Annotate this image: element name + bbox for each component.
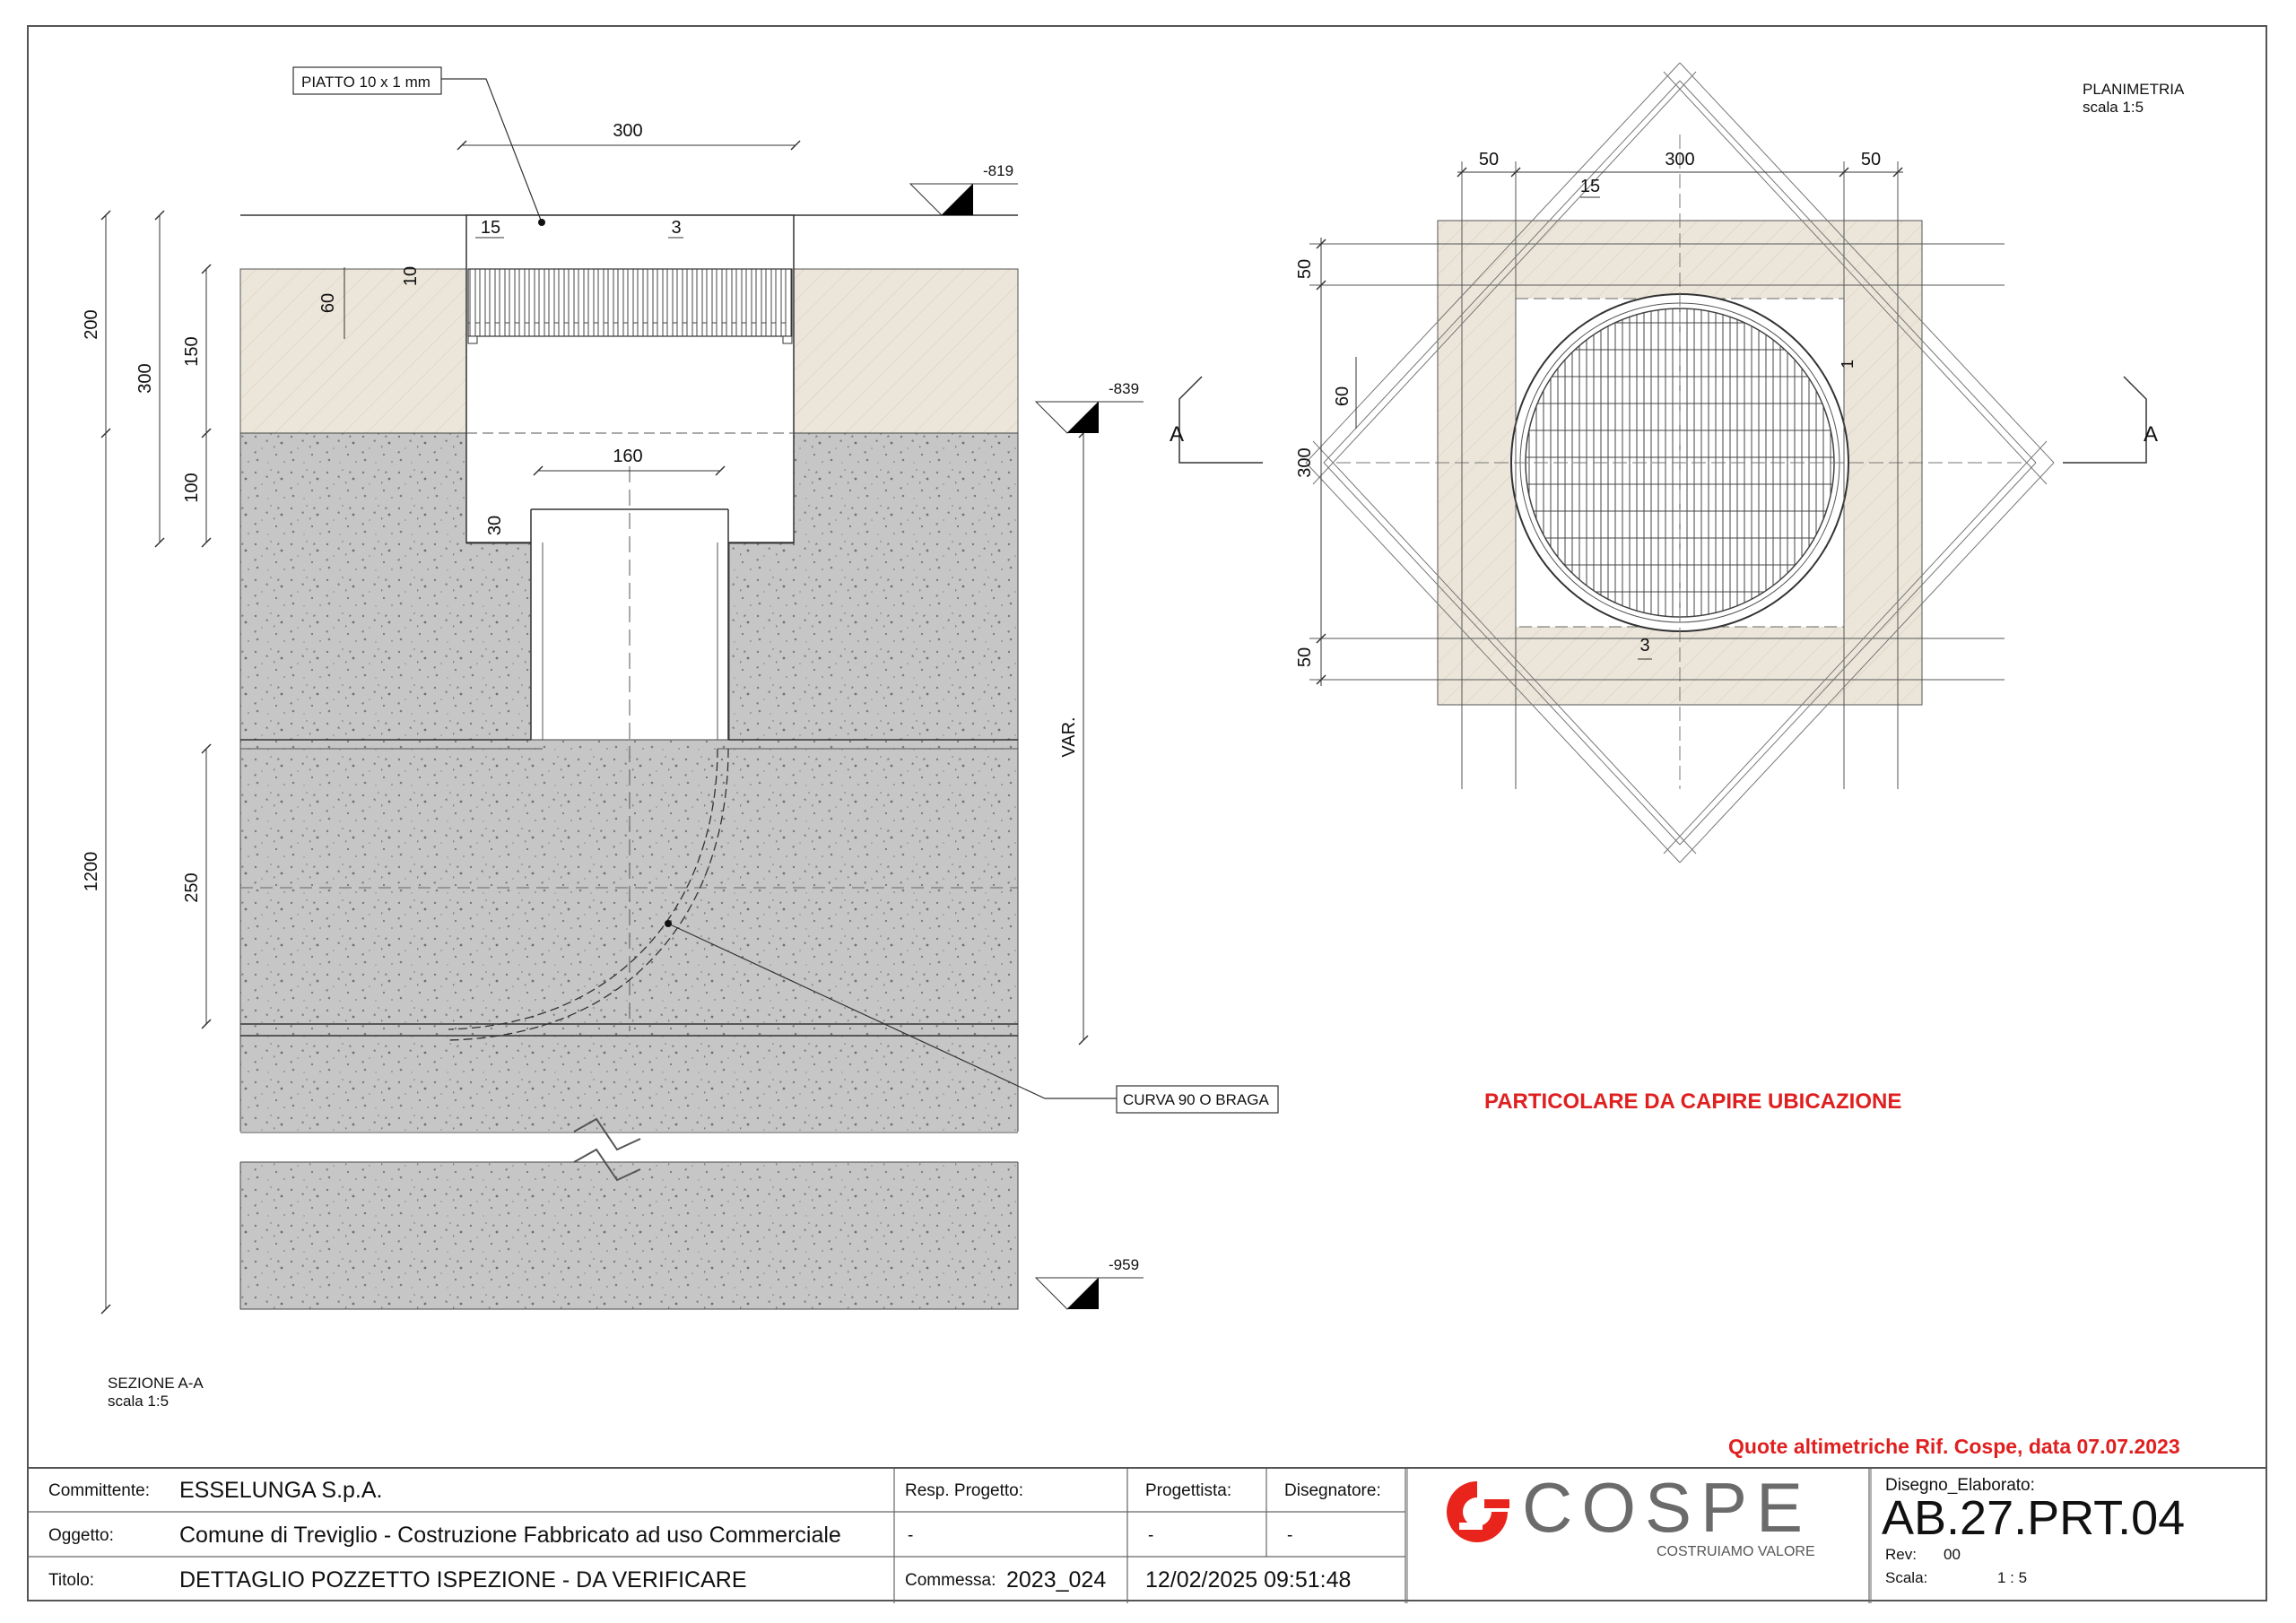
section-a-a: PIATTO 10 x 1 mm CURVA 90 O BRAGA 300 15… bbox=[82, 66, 1279, 1410]
cospe-logo-text: COSPE bbox=[1522, 1468, 1813, 1547]
plan-dim-1: 1 bbox=[1839, 360, 1857, 369]
plan-dim-left-60: 60 bbox=[1333, 386, 1352, 406]
svg-text:-839: -839 bbox=[1109, 380, 1139, 397]
plan-dim-left-300: 300 bbox=[1295, 447, 1315, 477]
plan-dim-left-50a: 50 bbox=[1295, 259, 1315, 279]
plan-scale: scala 1:5 bbox=[2083, 99, 2144, 116]
svg-text:-819: -819 bbox=[983, 162, 1013, 179]
scala-label: Scala: bbox=[1885, 1569, 1928, 1586]
cospe-slogan: COSTRUIAMO VALORE bbox=[1657, 1544, 1815, 1559]
elaborato-value: AB.27.PRT.04 bbox=[1882, 1491, 2186, 1545]
disegnatore-label: Disegnatore: bbox=[1284, 1481, 1381, 1500]
dim-300-top: 300 bbox=[613, 121, 642, 141]
levels-reference-note: Quote altimetriche Rif. Cospe, data 07.0… bbox=[1728, 1435, 2180, 1458]
callout-curva: CURVA 90 O BRAGA bbox=[1123, 1091, 1269, 1108]
plan-title: PLANIMETRIA bbox=[2083, 81, 2185, 98]
section-title: SEZIONE A-A bbox=[108, 1375, 204, 1392]
level-marker-839: -839 bbox=[1034, 380, 1144, 434]
svg-text:-959: -959 bbox=[1109, 1256, 1139, 1273]
committente-value: ESSELUNGA S.p.A. bbox=[179, 1478, 383, 1503]
title-block-grid bbox=[29, 1469, 1872, 1603]
level-marker-959: -959 bbox=[1034, 1256, 1144, 1310]
dim-left-100: 100 bbox=[182, 473, 202, 502]
title-block: Committente: ESSELUNGA S.p.A. Oggetto: C… bbox=[27, 1467, 2267, 1603]
dim-left-300: 300 bbox=[135, 363, 155, 393]
commessa-label: Commessa: bbox=[905, 1571, 996, 1590]
plan-dim-top-50b: 50 bbox=[1861, 150, 1881, 169]
progettista-label: Progettista: bbox=[1145, 1481, 1232, 1500]
commessa-value: 2023_024 bbox=[1006, 1567, 1107, 1593]
dim-var: VAR. bbox=[1059, 716, 1079, 757]
location-note: PARTICOLARE DA CAPIRE UBICAZIONE bbox=[1484, 1089, 1902, 1114]
rev-label: Rev: bbox=[1885, 1546, 1917, 1563]
committente-label: Committente: bbox=[48, 1481, 150, 1500]
dim-60: 60 bbox=[318, 293, 338, 313]
section-mark-left: A bbox=[1170, 422, 1184, 447]
plan-dim-top-300: 300 bbox=[1665, 150, 1694, 169]
titolo-value: DETTAGLIO POZZETTO ISPEZIONE - DA VERIFI… bbox=[179, 1567, 747, 1593]
progettista-value: - bbox=[1148, 1526, 1154, 1545]
dim-3: 3 bbox=[671, 218, 681, 238]
dim-30: 30 bbox=[485, 516, 505, 535]
scala-value: 1 : 5 bbox=[1997, 1569, 2028, 1586]
plan-dim-top-50a: 50 bbox=[1479, 150, 1499, 169]
plan-dim-left-50b: 50 bbox=[1295, 647, 1315, 667]
dim-left-200: 200 bbox=[82, 309, 101, 339]
level-marker-819: -819 bbox=[909, 162, 1018, 216]
dim-160: 160 bbox=[613, 447, 642, 466]
dim-10: 10 bbox=[401, 266, 421, 286]
cospe-logo-icon bbox=[1447, 1481, 1509, 1542]
plan-view: 50 300 50 15 50 300 50 60 1 3 A A PLANIM… bbox=[1170, 62, 2185, 864]
plan-dim-3: 3 bbox=[1639, 636, 1649, 655]
oggetto-label: Oggetto: bbox=[48, 1526, 114, 1545]
dim-left-250: 250 bbox=[182, 872, 202, 902]
elaborato-label: Disegno_Elaborato: bbox=[1885, 1476, 2035, 1495]
dim-15: 15 bbox=[481, 218, 500, 238]
section-scale: scala 1:5 bbox=[108, 1393, 169, 1410]
resp-progetto-label: Resp. Progetto: bbox=[905, 1481, 1024, 1500]
resp-progetto-value: - bbox=[908, 1526, 914, 1545]
disegnatore-value: - bbox=[1287, 1526, 1293, 1545]
titolo-label: Titolo: bbox=[48, 1571, 95, 1590]
callout-piatto: PIATTO 10 x 1 mm bbox=[301, 74, 430, 91]
rev-value: 00 bbox=[1944, 1546, 1961, 1563]
date-value: 12/02/2025 09:51:48 bbox=[1145, 1567, 1352, 1593]
plan-dim-top-15: 15 bbox=[1580, 177, 1600, 196]
oggetto-value: Comune di Treviglio - Costruzione Fabbri… bbox=[179, 1523, 841, 1548]
dim-left-1200: 1200 bbox=[82, 852, 101, 892]
section-mark-right: A bbox=[2144, 422, 2158, 447]
dim-left-150: 150 bbox=[182, 336, 202, 366]
